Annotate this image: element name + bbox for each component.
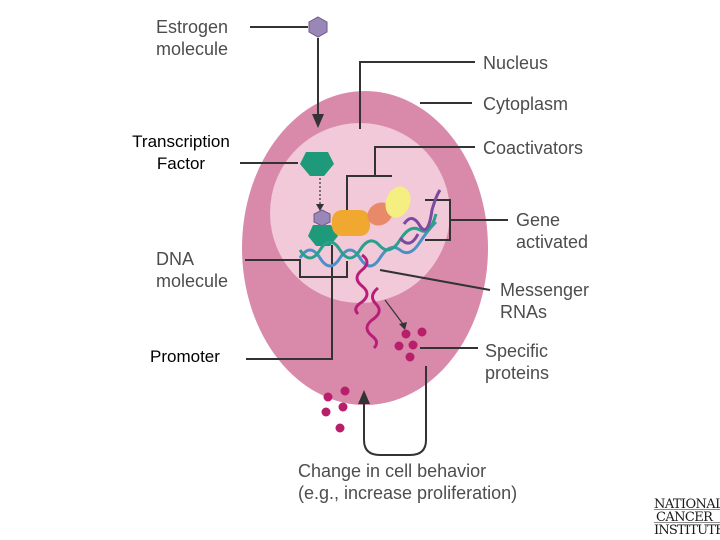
label-coactivators: Coactivators [483,138,584,158]
estrogen-entry-arrowhead [312,114,324,128]
label-promoter: Promoter [150,347,220,366]
coactivator-yellow [385,186,411,218]
estrogen-bound [313,209,331,227]
label-transcription-factor: Transcription Factor [132,132,230,173]
label-messenger-rnas: Messenger RNAs [500,280,590,322]
label-cytoplasm: Cytoplasm [483,94,569,114]
dna-helix [298,189,442,268]
specific-proteins-inside [394,327,427,362]
svg-text:CANCER: CANCER [656,510,714,525]
label-change-in-cell-behavior: Change in cell behavior (e.g., increase … [298,461,518,503]
estrogen-molecule [308,16,328,38]
label-nucleus: Nucleus [483,53,549,73]
label-estrogen-molecule: Estrogen molecule [156,17,229,59]
label-gene-activated: Gene activated [516,210,589,252]
nci-logo: NATIONAL CANCER INSTITUTE [654,497,720,535]
transcription-factor-upper [300,152,334,176]
mrna-strand-1 [354,253,369,316]
svg-text:INSTITUTE: INSTITUTE [654,523,720,535]
label-specific-proteins: Specific proteins [485,341,550,383]
mrna-strand-2 [365,286,381,350]
svg-text:NATIONAL: NATIONAL [654,497,720,512]
feedback-arrowhead [358,390,370,404]
leader-lines [240,26,508,456]
translation-arrow [384,299,404,325]
coactivator-orange [332,210,370,236]
specific-proteins-outside [321,386,350,433]
label-dna-molecule: DNA molecule [156,249,229,291]
